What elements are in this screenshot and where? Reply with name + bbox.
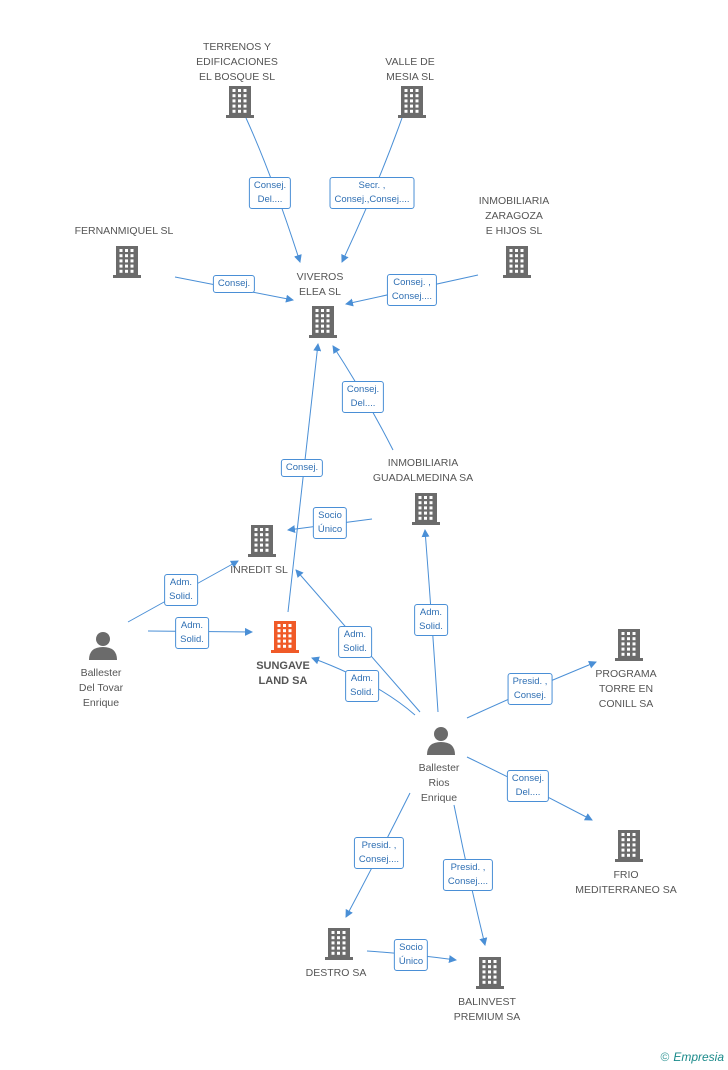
node-label-inmozaragoza[interactable]: INMOBILIARIA ZARAGOZA E HIJOS SL: [478, 195, 550, 237]
person-icon-ballester_rios[interactable]: [427, 727, 455, 755]
building-icon-sungave[interactable]: [271, 621, 299, 653]
node-label-viveros[interactable]: VIVEROS ELEA SL: [296, 271, 344, 298]
node-label-inmoguadalmedina[interactable]: INMOBILIARIA GUADALMEDINA SA: [372, 457, 474, 484]
edge-label-ballester_tovar-to-sungave[interactable]: Adm. Solid.: [175, 617, 209, 649]
edge-label-ballester_rios-to-destro[interactable]: Presid. , Consej....: [353, 837, 405, 869]
edge-label-fernanmiquel-to-viveros[interactable]: Consej.: [212, 275, 256, 293]
building-icon-valle[interactable]: [398, 86, 426, 118]
footer-brand[interactable]: ©Empresia: [660, 1050, 724, 1064]
building-icon-inmozaragoza[interactable]: [503, 246, 531, 278]
edge-label-destro-to-balinvest[interactable]: Socio Único: [393, 939, 429, 971]
edge-label-inmozaragoza-to-viveros[interactable]: Consej. , Consej....: [386, 274, 438, 306]
building-icon-programa[interactable]: [615, 629, 643, 661]
building-icon-fernanmiquel[interactable]: [113, 246, 141, 278]
node-label-frio[interactable]: FRIO MEDITERRANEO SA: [575, 869, 677, 896]
node-label-inredit[interactable]: INREDIT SL: [230, 564, 288, 576]
building-icon-balinvest[interactable]: [476, 957, 504, 989]
edge-label-ballester_rios-to-inmoguadalmedina[interactable]: Adm. Solid.: [414, 604, 448, 636]
building-icon-terrenos[interactable]: [226, 86, 254, 118]
edge-label-sungave-to-viveros[interactable]: Consej.: [280, 459, 324, 477]
edge-label-ballester_rios-to-inredit[interactable]: Adm. Solid.: [338, 626, 372, 658]
edge-label-ballester_rios-to-sungave[interactable]: Adm. Solid.: [345, 670, 379, 702]
edge-label-valle-to-viveros[interactable]: Secr. , Consej.,Consej....: [329, 177, 415, 209]
node-label-ballester_rios[interactable]: Ballester Rios Enrique: [418, 762, 460, 804]
edge-label-inmoguadalmedina-to-viveros[interactable]: Consej. Del....: [341, 381, 385, 413]
edge-label-ballester_rios-to-balinvest[interactable]: Presid. , Consej....: [442, 859, 494, 891]
building-icon-inredit[interactable]: [248, 525, 276, 557]
nodes-layer: [89, 86, 643, 989]
edge-label-inmoguadalmedina-to-inredit[interactable]: Socio Único: [312, 507, 348, 539]
edge-sungave-to-viveros: [287, 343, 322, 613]
building-icon-destro[interactable]: [325, 928, 353, 960]
building-icon-inmoguadalmedina[interactable]: [412, 493, 440, 525]
person-icon-ballester_tovar[interactable]: [89, 632, 117, 660]
building-icon-frio[interactable]: [615, 830, 643, 862]
node-label-programa[interactable]: PROGRAMA TORRE EN CONILL SA: [595, 668, 657, 710]
node-label-valle[interactable]: VALLE DE MESIA SL: [385, 56, 435, 83]
copyright-icon: ©: [660, 1050, 670, 1064]
edge-label-ballester_rios-to-frio[interactable]: Consej. Del....: [506, 770, 550, 802]
edge-label-terrenos-to-viveros[interactable]: Consej. Del....: [248, 177, 292, 209]
node-label-fernanmiquel[interactable]: FERNANMIQUEL SL: [74, 225, 174, 237]
edge-label-ballester_tovar-to-inredit[interactable]: Adm. Solid.: [164, 574, 198, 606]
node-label-sungave[interactable]: SUNGAVE LAND SA: [256, 660, 310, 687]
empresia-logo: Empresia: [673, 1050, 724, 1064]
edge-label-ballester_rios-to-programa[interactable]: Presid. , Consej.: [507, 673, 553, 705]
node-label-balinvest[interactable]: BALINVEST PREMIUM SA: [453, 996, 521, 1023]
edges-layer: [127, 117, 597, 964]
node-label-destro[interactable]: DESTRO SA: [305, 967, 367, 979]
building-icon-viveros[interactable]: [309, 306, 337, 338]
node-label-ballester_tovar[interactable]: Ballester Del Tovar Enrique: [78, 667, 124, 709]
node-label-terrenos[interactable]: TERRENOS Y EDIFICACIONES EL BOSQUE SL: [196, 41, 278, 83]
